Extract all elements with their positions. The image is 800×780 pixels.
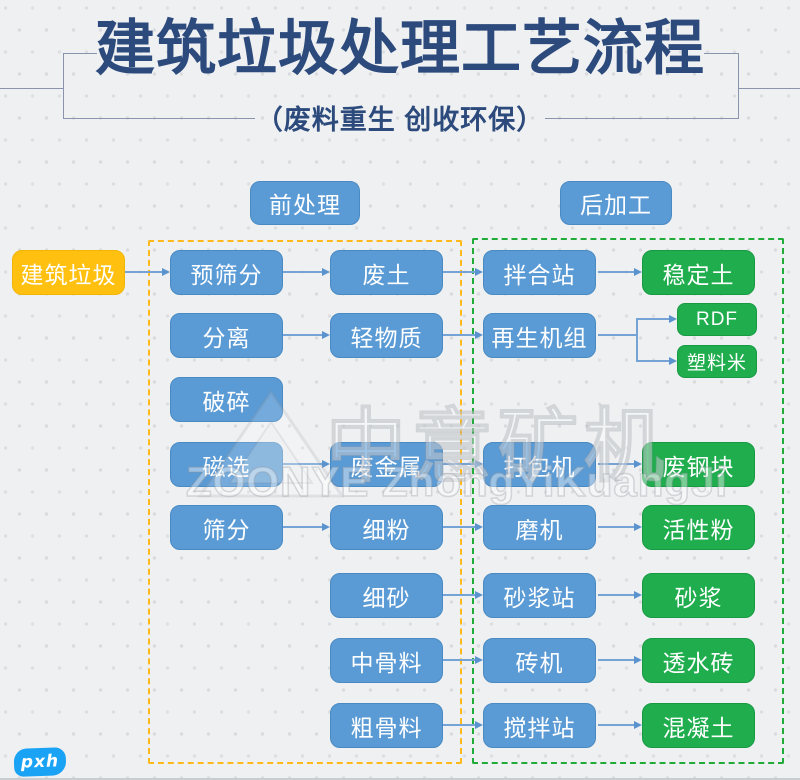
title-frame-line	[738, 88, 800, 89]
title-frame-line	[63, 118, 255, 119]
node-construction-waste: 建筑垃圾	[12, 250, 125, 295]
node-baler: 打包机	[483, 442, 596, 487]
node-mortar-station: 砂浆站	[483, 573, 596, 618]
node-waste-soil: 废土	[330, 250, 443, 295]
node-magnetic-separation: 磁选	[170, 442, 283, 487]
flow-arrow	[443, 656, 483, 664]
node-recycling-unit: 再生机组	[483, 313, 596, 358]
flow-arrow	[123, 268, 170, 276]
pxh-badge: pxh	[13, 747, 67, 777]
title-frame-line	[63, 53, 64, 118]
flow-arrow	[443, 331, 483, 339]
flow-arrow	[598, 460, 642, 468]
pre-processing-group-border	[148, 240, 462, 764]
node-permeable-brick: 透水砖	[642, 638, 755, 683]
post-processing-group-border	[472, 238, 784, 764]
section-header-post-processing: 后加工	[560, 181, 672, 225]
node-medium-aggregate: 中骨料	[330, 638, 443, 683]
page-subtitle: （废料重生 创收环保）	[255, 105, 545, 135]
flow-arrow	[598, 591, 642, 599]
title-frame-line	[63, 53, 97, 54]
flow-arrow	[636, 357, 677, 365]
node-separation: 分离	[170, 313, 283, 358]
node-grinding-mill: 磨机	[483, 505, 596, 550]
title-frame-line	[704, 53, 739, 54]
node-crushing: 破碎	[170, 377, 283, 422]
title-frame-line	[545, 118, 739, 119]
node-stabilized-soil: 稳定土	[642, 250, 755, 295]
flow-arrow	[283, 268, 330, 276]
node-scrap-metal: 废金属	[330, 442, 443, 487]
node-coarse-aggregate: 粗骨料	[330, 703, 443, 748]
flow-arrow	[598, 523, 642, 531]
node-scrap-steel-block: 废钢块	[642, 442, 755, 487]
flow-arrow	[443, 591, 483, 599]
node-active-powder: 活性粉	[642, 505, 755, 550]
flow-connector-horizontal	[598, 334, 637, 336]
node-rdf: RDF	[677, 303, 757, 336]
flow-arrow	[443, 523, 483, 531]
section-header-pre-processing: 前处理	[250, 181, 360, 225]
node-mortar: 砂浆	[642, 573, 755, 618]
node-pre-screening: 预筛分	[170, 250, 283, 295]
node-mixing-station: 搅拌站	[483, 703, 596, 748]
flow-arrow	[598, 656, 642, 664]
flow-arrow	[283, 523, 330, 531]
node-concrete: 混凝土	[642, 703, 755, 748]
node-light-material: 轻物质	[330, 313, 443, 358]
title-frame-line	[0, 88, 63, 89]
node-screening: 筛分	[170, 505, 283, 550]
title-frame-line	[738, 53, 739, 118]
flow-connector-vertical	[636, 318, 638, 361]
flow-arrow	[598, 721, 642, 729]
flow-arrow	[443, 268, 483, 276]
node-mixing-plant: 拌合站	[483, 250, 596, 295]
flow-arrow	[443, 721, 483, 729]
page-title: 建筑垃圾处理工艺流程	[95, 15, 705, 82]
flow-arrow	[283, 460, 330, 468]
node-fine-sand: 细砂	[330, 573, 443, 618]
flow-arrow	[283, 331, 330, 339]
node-plastic-pellets: 塑料米	[677, 345, 757, 378]
flow-arrow	[636, 315, 677, 323]
flow-arrow	[443, 460, 483, 468]
node-fine-powder: 细粉	[330, 505, 443, 550]
node-brick-machine: 砖机	[483, 638, 596, 683]
flow-arrow	[598, 268, 642, 276]
